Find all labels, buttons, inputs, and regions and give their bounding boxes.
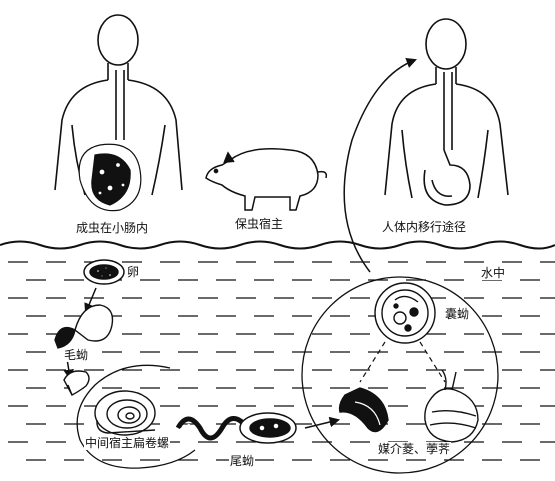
metacercaria-zone-circle [301, 276, 499, 474]
label-metacercaria: 囊蚴 [444, 307, 471, 321]
label-egg: 卵 [126, 265, 141, 279]
water-surface [0, 240, 555, 250]
metacercaria-cyst [374, 282, 436, 344]
left-human-figure [54, 14, 183, 196]
label-reservoir-host: 保虫宿主 [234, 217, 285, 231]
cercaria-to-plants-arrow [304, 416, 341, 429]
miracidium-hatching [54, 304, 114, 349]
egg [83, 259, 125, 285]
cyst-to-caltrop-line [359, 341, 386, 383]
label-vectors: 媒介菱、荸荠 [377, 442, 452, 456]
cercaria [175, 412, 297, 444]
right-human-figure [384, 18, 509, 206]
label-cercaria: 尾蚴 [229, 454, 256, 468]
label-in-water: 水中 [480, 266, 507, 280]
ingestion-arrow [343, 58, 417, 273]
label-miracidium: 毛蚴 [63, 348, 90, 362]
label-intermediate-host: 中间宿主扁卷螺 [84, 436, 171, 450]
miracidium-free [63, 370, 90, 396]
water-chestnut [424, 369, 479, 443]
water-caltrop [338, 387, 389, 433]
adult-in-intestine [78, 143, 142, 212]
snail-host-circle [76, 364, 196, 469]
label-adult-in-intestine: 成虫在小肠内 [75, 221, 150, 235]
label-migration-route: 人体内移行途径 [381, 220, 468, 234]
cyst-to-waterchestnut-line [419, 341, 446, 383]
pig-figure [205, 148, 328, 211]
planorbid-snail [94, 390, 156, 436]
